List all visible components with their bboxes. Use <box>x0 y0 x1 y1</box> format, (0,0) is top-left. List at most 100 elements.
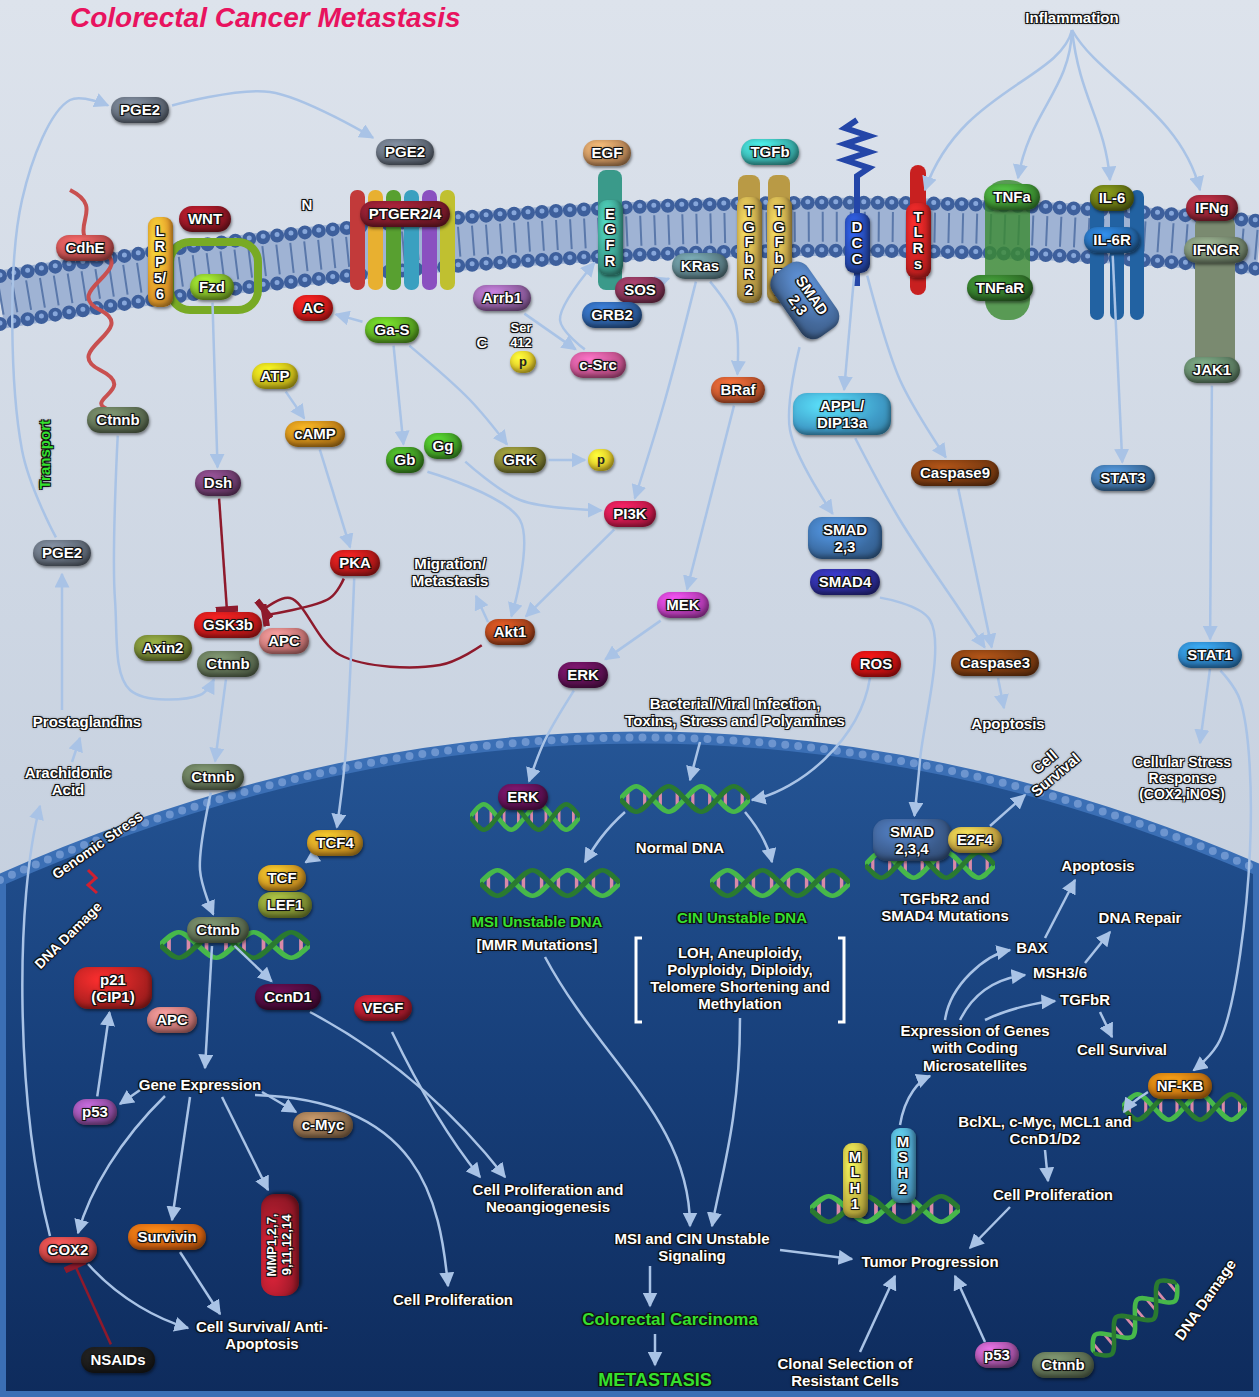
process-label: MSI and CIN Unstable Signaling <box>607 1230 777 1265</box>
process-arrow <box>1200 669 1210 743</box>
protein-node: SMAD4 <box>810 569 881 594</box>
protein-node: VEGF <box>354 995 413 1020</box>
protein-node: p <box>510 351 536 374</box>
process-arrow <box>78 1096 165 1233</box>
activation-connector <box>409 346 507 445</box>
process-label: Tumor Progression <box>861 1253 998 1270</box>
protein-label: c-Src <box>579 356 617 373</box>
activation-connector <box>710 282 738 375</box>
protein-label: CcnD1 <box>264 988 312 1005</box>
bracket <box>838 938 844 1022</box>
process-label: Bacterial/Viral Infection, Toxins, Stres… <box>625 695 845 730</box>
process-arrow <box>120 1090 140 1104</box>
process-arrow <box>925 30 1072 190</box>
process-arrow <box>222 1097 268 1190</box>
protein-label: SMAD 2,3 <box>817 521 873 556</box>
protein-label: p <box>597 453 605 468</box>
process-label: METASTASIS <box>598 1370 711 1391</box>
cell-membrane <box>0 227 1259 300</box>
protein-node: Fzd <box>190 274 234 299</box>
protein-label: COX2 <box>48 1241 89 1258</box>
process-arrow <box>585 812 625 862</box>
process-arrow <box>392 1032 480 1177</box>
protein-label: ROS <box>860 655 893 672</box>
protein-node: DCC <box>845 213 870 272</box>
activation-connector <box>427 472 524 617</box>
protein-label: Survivin <box>137 1228 196 1245</box>
protein-node: AC <box>293 295 333 320</box>
protein-label: PTGER2/4 <box>369 205 442 222</box>
protein-node: TNFa <box>984 184 1040 209</box>
process-arrow <box>654 1334 657 1365</box>
protein-label: IL-6 <box>1099 189 1126 206</box>
protein-label: MMP1,2,7, 9,11,12,14 <box>265 1203 295 1287</box>
process-arrow <box>745 812 772 862</box>
protein-node: PGE2 <box>376 139 434 164</box>
protein-node: TGFb <box>741 139 798 164</box>
protein-label: MSH2 <box>896 1134 911 1197</box>
protein-label: CdhE <box>65 239 104 256</box>
process-label: Expression of Genes with Coding Microsat… <box>895 1022 1055 1074</box>
protein-label: E2F4 <box>957 831 993 848</box>
protein-label: WNT <box>188 210 222 227</box>
process-arrow <box>180 1252 220 1314</box>
process-arrow <box>22 806 50 1236</box>
process-arrow <box>649 1266 652 1306</box>
dcc-coil <box>845 120 869 286</box>
protein-label: TNFa <box>993 188 1031 205</box>
dna-helix <box>810 1196 960 1222</box>
protein-label: Ga-S <box>374 321 409 338</box>
protein-node: TCF <box>258 865 305 890</box>
protein-node: SOS <box>615 277 665 302</box>
protein-label: JAK1 <box>1193 361 1231 378</box>
process-arrow <box>955 1276 985 1342</box>
protein-label: Ctnnb <box>206 655 249 672</box>
process-arrow <box>690 742 700 780</box>
protein-node: IL-6 <box>1090 185 1135 210</box>
dna-helix <box>710 870 850 896</box>
protein-label: Caspase9 <box>920 464 990 481</box>
protein-label: EGFR <box>603 206 618 269</box>
protein-label: APC <box>268 632 300 649</box>
protein-node: STAT1 <box>1178 642 1241 667</box>
process-label: Apoptosis <box>971 715 1044 732</box>
protein-label: ATP <box>261 367 290 384</box>
activation-connector <box>234 946 271 982</box>
process-arrow <box>960 975 1025 1020</box>
protein-node: Survivin <box>128 1224 205 1249</box>
process-label: [MMR Mutations] <box>477 936 598 953</box>
protein-node: Ctnnb <box>197 651 258 676</box>
activation-connector <box>1194 671 1251 1071</box>
protein-label: AC <box>302 299 324 316</box>
protein-node: CdhE <box>56 235 113 260</box>
process-label: N <box>302 196 313 213</box>
protein-label: Ctnnb <box>191 768 234 785</box>
protein-label: GSK3b <box>203 616 253 633</box>
process-arrow <box>310 1012 505 1177</box>
protein-node: Caspase3 <box>951 650 1039 675</box>
protein-node: APC <box>259 628 309 653</box>
frizzled-loops <box>170 242 258 310</box>
activation-connector <box>212 303 217 468</box>
protein-node: APC <box>147 1007 197 1032</box>
protein-label: cAMP <box>294 425 336 442</box>
protein-node: IL-6R <box>1084 227 1140 252</box>
bracket <box>636 938 642 1022</box>
process-arrow <box>476 596 488 622</box>
activation-connector <box>1113 256 1123 463</box>
receptor-stalk <box>1130 190 1144 320</box>
protein-node: GRB2 <box>582 302 642 327</box>
inhibition-connector <box>75 1266 111 1345</box>
activation-connector <box>549 459 585 462</box>
process-label: Cellular Stress Response (COX2,iNOS) <box>1123 754 1241 802</box>
protein-node: MLH1 <box>843 1143 868 1218</box>
process-label: Arachidonic Acid <box>18 764 118 799</box>
activation-connector <box>200 793 213 915</box>
protein-node: ERK <box>558 662 608 687</box>
protein-label: IFNg <box>1195 199 1228 216</box>
protein-label: MLH1 <box>848 1149 863 1212</box>
protein-label: Gb <box>395 451 416 468</box>
activation-connector <box>320 450 350 548</box>
